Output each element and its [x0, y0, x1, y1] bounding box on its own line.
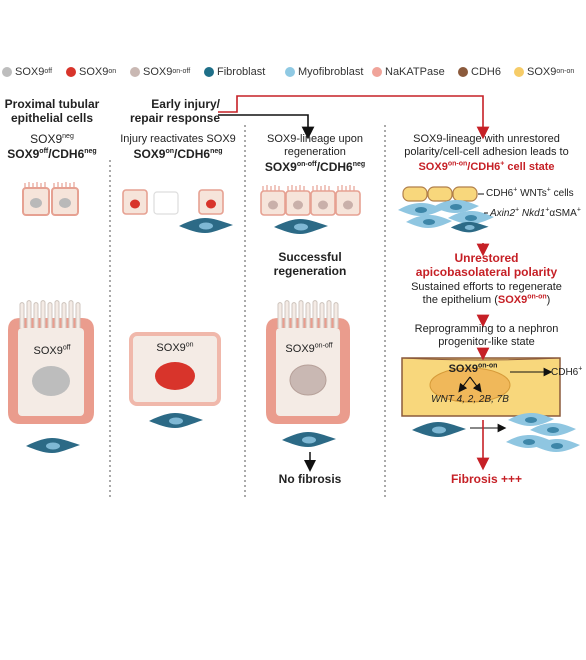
- col1-cell-label: SOX9off: [33, 344, 71, 357]
- legend-label: SOX9: [79, 66, 109, 78]
- col3-cell-label: SOX9on-off: [285, 342, 333, 355]
- legend-item: Myofibroblast: [285, 62, 363, 82]
- col4-sustained: Sustained efforts to regenerate the epit…: [411, 281, 562, 306]
- col1-fibroblast: [26, 438, 80, 453]
- col4-cdh6-out: CDH6+: [551, 365, 583, 378]
- col4-marker-genes: Axin2+ Nkd1+αSMA+: [490, 206, 581, 219]
- legend-label: SOX9: [527, 66, 557, 78]
- col2-fibroblast: [149, 413, 203, 428]
- col2-title: Injury reactivates SOX9: [120, 133, 236, 145]
- injury-arrow-red: [218, 95, 490, 140]
- legend-swatch: [285, 67, 295, 77]
- col3-fibroblast: [282, 432, 336, 447]
- col3-markers: SOX9on-off/CDH6neg: [264, 160, 366, 174]
- col4-box-label: SOX9on-on: [448, 362, 498, 375]
- col4-cdh6-wnt-label: CDH6+ WNTs+ cells: [486, 186, 574, 199]
- legend-swatch: [2, 67, 12, 77]
- col4-fibroblast: [412, 422, 466, 437]
- legend-label: CDH6: [471, 66, 501, 78]
- legend-item: CDH6: [458, 62, 501, 82]
- col1-markers: SOX9off/CDH6neg: [7, 147, 97, 161]
- col3-small-fibroblast: [274, 219, 328, 234]
- col4-myofibroblast-cluster: [398, 200, 494, 233]
- col3-final: No fibrosis: [278, 472, 342, 486]
- col2-markers: SOX9on/CDH6neg: [133, 147, 223, 161]
- col3-small-cells: [260, 185, 361, 216]
- legend-swatch: [130, 67, 140, 77]
- legend-label: NaKATPase: [385, 66, 445, 78]
- col4-wnt-list: WNT 4, 2, 2B, 7B: [431, 394, 509, 405]
- col1-large-cell: [8, 300, 94, 424]
- injury-label: Early injury/repair response: [129, 97, 220, 125]
- col4-yellow-cells: [402, 186, 484, 202]
- col1-sox9-neg: SOX9neg: [30, 132, 74, 146]
- legend-swatch: [372, 67, 382, 77]
- legend-label: Fibroblast: [217, 66, 266, 78]
- injury-arrow-black: [218, 114, 315, 140]
- col2-small-cells: [122, 189, 224, 215]
- col2-small-fibroblast: [179, 218, 233, 233]
- col2-cell-label: SOX9on: [156, 341, 194, 354]
- col4-state: SOX9on-on/CDH6+ cell state: [418, 160, 555, 173]
- legend-label: Myofibroblast: [298, 66, 364, 78]
- col4-final: Fibrosis +++: [450, 472, 523, 486]
- legend-item: NaKATPase: [372, 62, 445, 82]
- col4-bottom-myofibroblasts: [506, 413, 580, 452]
- legend-swatch: [458, 67, 468, 77]
- legend-swatch: [66, 67, 76, 77]
- col3-large-cell: [266, 300, 350, 424]
- col1-small-cells: [22, 182, 79, 216]
- legend-item: Fibroblast: [204, 62, 265, 82]
- col4-progenitor-box: [401, 357, 561, 417]
- legend-label: SOX9: [143, 66, 173, 78]
- legend-swatch: [514, 67, 524, 77]
- legend-swatch: [204, 67, 214, 77]
- legend-label: SOX9: [15, 66, 45, 78]
- col2-large-cell: [129, 332, 221, 406]
